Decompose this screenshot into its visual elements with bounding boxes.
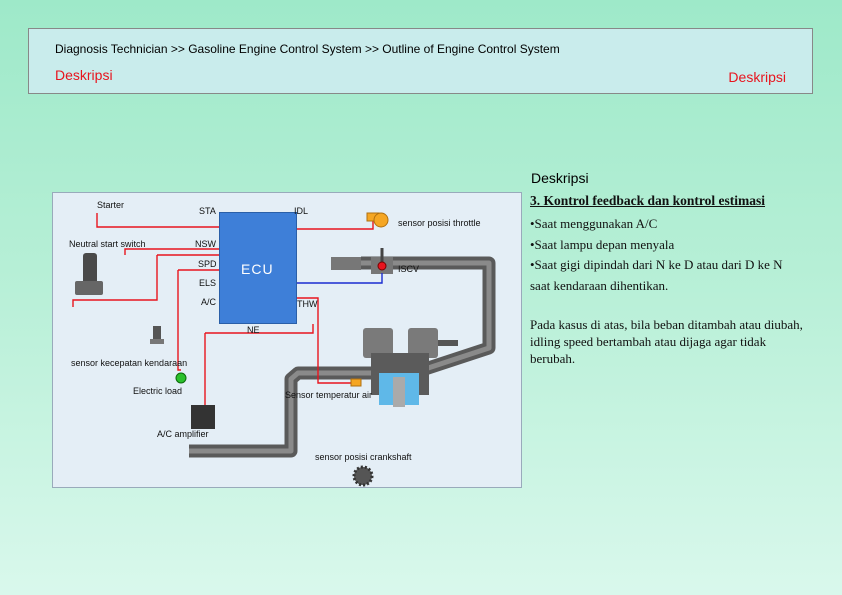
speed-sensor-icon <box>150 326 164 344</box>
wire-sta <box>96 213 219 228</box>
iscv-icon <box>377 261 387 271</box>
bullet-headlight: •Saat lampu depan menyala <box>530 236 675 252</box>
label-ac-amplifier: A/C amplifier <box>157 429 209 439</box>
description-subtitle: 3. Kontrol feedback dan kontrol estimasi <box>530 193 766 208</box>
label-nsw: NSW <box>195 239 216 249</box>
page-title-right: Deskripsi <box>728 69 786 85</box>
description-title: Deskripsi <box>531 170 589 186</box>
wire-thw <box>297 297 353 384</box>
label-electric-load: Electric load <box>133 386 183 396</box>
ac-amplifier-icon <box>191 405 215 429</box>
throttle-sensor-icon <box>366 212 389 228</box>
header-panel: Diagnosis Technician >> Gasoline Engine … <box>28 28 813 94</box>
throttle-body <box>331 257 361 270</box>
label-ne: NE <box>247 325 260 335</box>
label-idl: IDL <box>294 206 309 216</box>
page-title-left: Deskripsi <box>55 67 113 83</box>
description-note: Pada kasus di atas, bila beban ditambah … <box>530 317 803 366</box>
label-ac: A/C <box>201 297 217 307</box>
water-temp-sensor-icon <box>350 378 362 387</box>
wire-idl <box>297 219 374 230</box>
diagram-drawing <box>72 212 496 487</box>
wire-ne <box>205 324 314 334</box>
label-els: ELS <box>199 278 217 288</box>
label-starter: Starter <box>97 200 125 210</box>
ecu-box <box>219 212 297 324</box>
engine-control-diagram: ECU Starter Neutral start switch STA NSW… <box>52 192 522 488</box>
label-spd: SPD <box>198 259 217 269</box>
label-throttle-sensor: sensor posisi throttle <box>398 218 481 228</box>
wire-iscv <box>297 273 383 284</box>
electric-load-icon <box>175 372 187 384</box>
wire-nsw-switch <box>124 248 159 255</box>
label-speed-sensor: sensor kecepatan kendaraan <box>71 358 188 368</box>
bullet-gear-shift: •Saat gigi dipindah dari N ke D atau dar… <box>530 257 783 293</box>
signal-wires <box>72 213 374 405</box>
wire-els-load <box>177 270 181 371</box>
description-bullets: •Saat menggunakan A/C •Saat lampu depan … <box>530 214 805 296</box>
label-iscv: ISCV <box>398 264 420 274</box>
crank-sensor-icon <box>352 465 374 487</box>
label-neutral-start-switch: Neutral start switch <box>69 239 146 249</box>
intake-duct-highlight <box>189 260 492 454</box>
ecu-label: ECU <box>241 261 274 277</box>
label-thw: THW <box>297 299 318 309</box>
label-crankshaft-sensor: sensor posisi crankshaft <box>315 452 412 462</box>
breadcrumb: Diagnosis Technician >> Gasoline Engine … <box>55 42 560 56</box>
shift-lever-icon <box>75 253 103 295</box>
wire-spd <box>72 255 158 307</box>
engine-icon <box>363 328 438 407</box>
label-sta: STA <box>199 206 216 216</box>
label-water-temp-sensor: Sensor temperatur air <box>285 390 373 400</box>
bullet-ac: •Saat menggunakan A/C <box>530 216 658 231</box>
